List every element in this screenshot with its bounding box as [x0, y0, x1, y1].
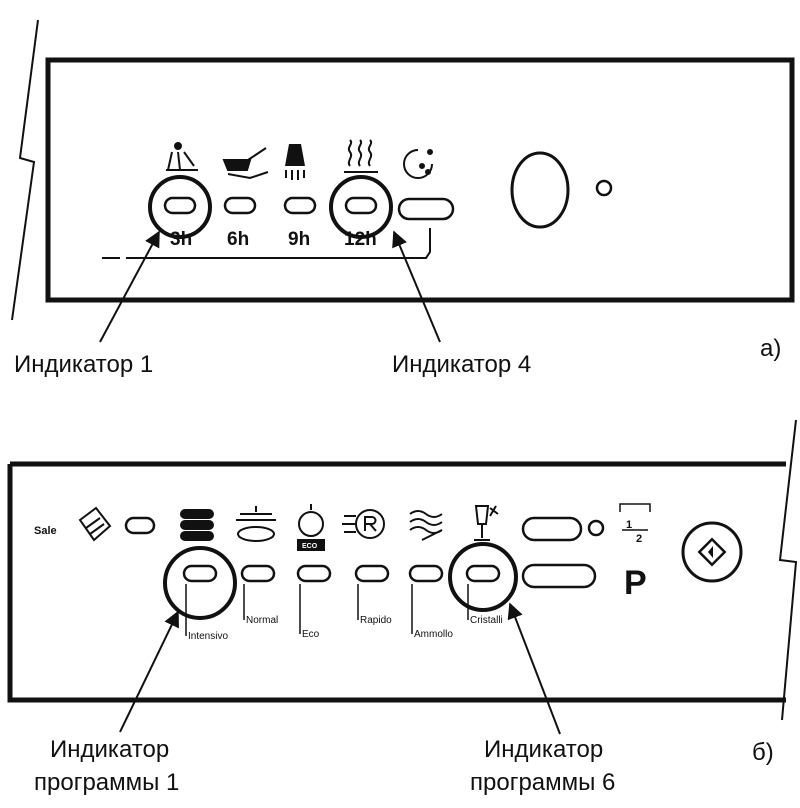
half-load-fraction-top: 1 — [626, 519, 632, 531]
callout-indicator-4: Индикатор 4 — [392, 351, 531, 378]
program-label-rapido: Rapido — [360, 615, 392, 626]
start-icon — [697, 537, 727, 567]
callout-program-6-line1: Индикатор — [484, 736, 603, 763]
program-button-label: P — [624, 564, 647, 602]
start-button[interactable] — [681, 521, 743, 583]
delay-button[interactable] — [397, 197, 455, 221]
callout-indicator-1: Индикатор 1 — [14, 351, 153, 378]
panel-b-tag: б) — [752, 739, 774, 766]
panel-a-break-edge — [11, 19, 39, 321]
program-label-normal: Normal — [246, 615, 278, 626]
highlight-circle-4 — [329, 175, 393, 239]
callout-program-1-line1: Индикатор — [50, 736, 169, 763]
eco-badge: ECO — [302, 543, 318, 550]
glass-icon — [474, 505, 499, 541]
indicator-led-1 — [163, 196, 197, 215]
arrow-indicator-1 — [99, 230, 160, 343]
half-load-icon — [619, 503, 651, 531]
indicator-led-2 — [223, 196, 257, 215]
sale-label: Sale — [34, 525, 57, 537]
half-load-button[interactable] — [521, 516, 583, 542]
panel-a-frame — [45, 57, 795, 303]
indicator-led-3 — [283, 196, 317, 215]
pan-icon — [222, 147, 269, 180]
pots-icon — [180, 509, 214, 541]
power-led — [595, 179, 613, 197]
program-leader-ticks — [185, 584, 469, 636]
program-label-cristalli: Cristalli — [470, 615, 503, 626]
panel-a-tag: a) — [760, 335, 781, 362]
program-led-5 — [408, 564, 444, 583]
half-load-fraction-bottom: 2 — [636, 533, 642, 545]
panel-a: 3h 6h 9h 12h Индикатор 1 Индикатор 4 a) — [11, 19, 795, 378]
time-label-9h: 9h — [288, 229, 310, 250]
program-led-6 — [465, 564, 501, 583]
highlight-circle-program-6 — [448, 542, 518, 612]
program-led-3 — [296, 564, 332, 583]
time-label-6h: 6h — [227, 229, 249, 250]
panel-b-break-edge — [778, 419, 798, 721]
program-led-2 — [240, 564, 276, 583]
time-label-3h: 3h — [170, 229, 192, 250]
rapid-icon — [342, 509, 385, 539]
glass-drops-icon — [285, 144, 305, 180]
time-label-12h: 12h — [344, 229, 377, 250]
program-label-eco: Eco — [302, 629, 320, 640]
program-label-intensivo: Intensivo — [188, 631, 228, 642]
shower-icon — [166, 142, 198, 171]
highlight-circle-program-1 — [163, 546, 237, 620]
steam-icon — [344, 139, 378, 173]
program-label-ammollo: Ammollo — [414, 629, 453, 640]
eco-icon — [297, 504, 325, 551]
callout-program-6-line2: программы 6 — [470, 769, 615, 796]
arrow-program-1 — [119, 610, 179, 733]
program-led-4 — [354, 564, 390, 583]
callout-program-1-line2: программы 1 — [34, 769, 179, 796]
program-button[interactable] — [521, 563, 597, 589]
salt-icon — [78, 506, 112, 542]
program-led-1 — [182, 564, 218, 583]
soak-waves-icon — [409, 510, 443, 541]
delay-connector-line — [102, 228, 431, 259]
indicator-led-4 — [344, 196, 378, 215]
arrow-indicator-4 — [392, 230, 441, 343]
arrow-program-6 — [507, 602, 561, 735]
half-load-led — [587, 519, 605, 537]
salt-led — [124, 516, 156, 535]
panel-b: Sale ECO — [7, 419, 798, 796]
highlight-circle-1 — [148, 175, 212, 239]
clock-icon — [403, 149, 433, 179]
pot-lid-icon — [236, 506, 276, 542]
panel-b-frame — [7, 461, 786, 703]
power-knob[interactable] — [510, 151, 570, 229]
